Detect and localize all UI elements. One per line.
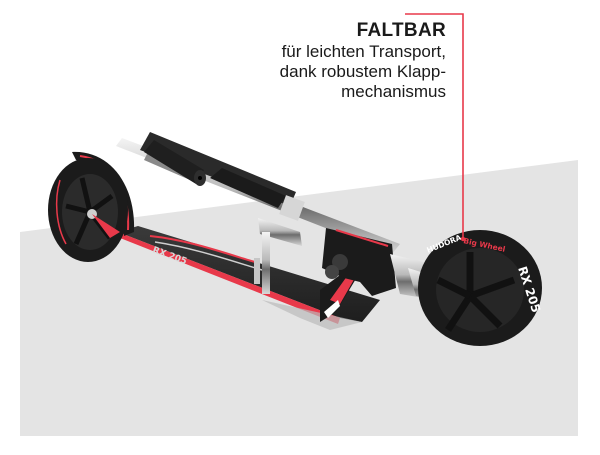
callout-title: FALTBAR xyxy=(356,20,446,41)
callout-leader-line xyxy=(405,13,466,242)
callout-line-1: für leichten Transport, xyxy=(281,42,446,61)
callout-line-2: dank robustem Klapp- xyxy=(279,62,446,81)
callout-line-3: mechanismus xyxy=(341,82,446,101)
feature-callout: FALTBAR für leichten Transport, dank rob… xyxy=(280,20,446,102)
folded-stem xyxy=(116,132,400,254)
rear-wheel xyxy=(48,151,135,262)
front-wheel: HUDORA Big Wheel RX 205 xyxy=(418,230,543,346)
deck: RX 205 xyxy=(118,226,380,330)
